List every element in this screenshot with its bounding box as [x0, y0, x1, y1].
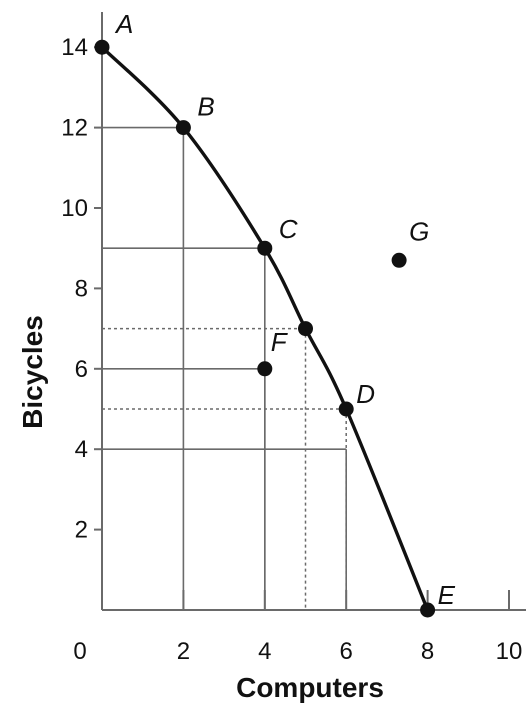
point-label-e: E [438, 580, 456, 610]
x-tick-label: 4 [258, 638, 271, 665]
point-label-c: C [279, 214, 298, 244]
y-tick-label: 8 [75, 275, 88, 302]
point-b [175, 120, 191, 136]
x-tick-label: 6 [340, 638, 353, 665]
y-tick-label: 6 [75, 356, 88, 383]
axes-layer: 2 4 6 8 10 12 14 0 2 4 6 8 10 [61, 12, 526, 665]
x-tick-label: 10 [496, 638, 523, 665]
point-d [338, 401, 354, 417]
x-tick-label: 2 [177, 638, 190, 665]
point-label-a: A [114, 9, 133, 39]
y-axis-title: Bicycles [17, 315, 48, 429]
point-label-f: F [271, 327, 289, 357]
x-tick-label: 0 [73, 638, 86, 665]
y-tick-label: 14 [61, 34, 88, 61]
labels-layer: A B C D E F G [114, 9, 456, 610]
point-unlabeled [298, 321, 313, 337]
point-c [257, 240, 273, 256]
x-tick-label: 8 [421, 638, 434, 665]
point-label-b: B [197, 92, 214, 122]
x-axis-title: Computers [236, 672, 384, 703]
point-label-g: G [409, 216, 429, 246]
points-layer [94, 39, 436, 618]
point-f [257, 361, 273, 377]
guide-lines-layer [102, 126, 348, 610]
point-label-d: D [356, 379, 375, 409]
point-g [391, 252, 407, 268]
y-tick-label: 4 [75, 436, 88, 463]
point-e [420, 602, 436, 618]
y-tick-label: 12 [61, 115, 88, 142]
y-tick-label: 2 [75, 517, 88, 544]
y-tick-label: 10 [61, 195, 88, 222]
point-a [94, 39, 110, 55]
